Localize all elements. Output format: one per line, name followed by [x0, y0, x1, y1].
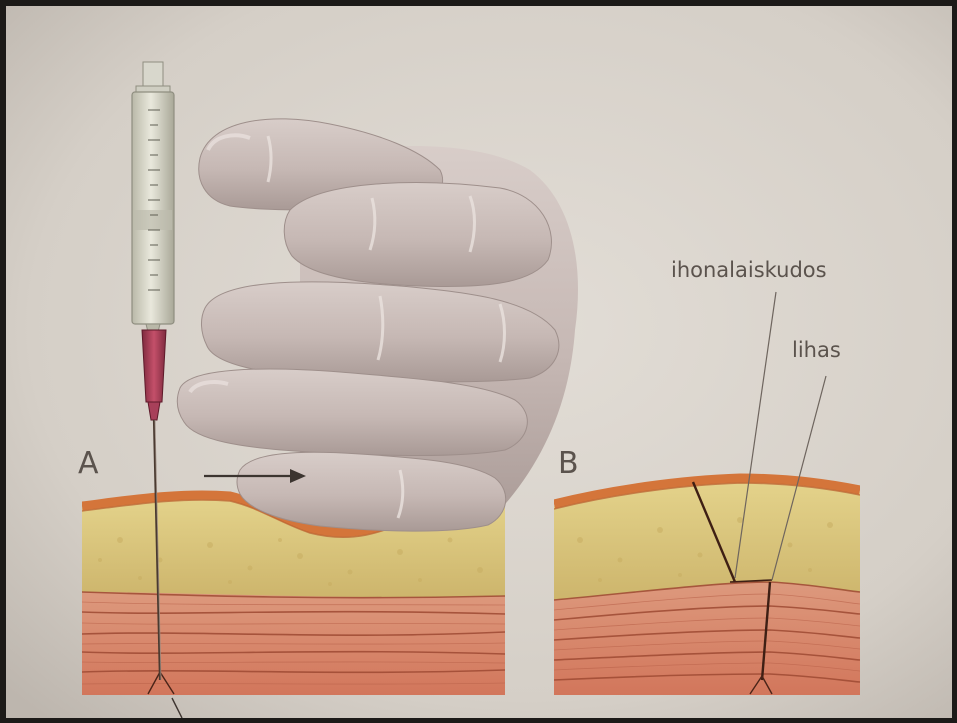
syringe-barrel [132, 92, 174, 324]
panel-a-muscle-layer [82, 590, 505, 695]
panel-label-b: B [558, 446, 579, 481]
muscle-label: lihas [792, 338, 841, 362]
panel-b-tissue [554, 478, 860, 695]
panel-label-a: A [78, 446, 99, 481]
needle-hub [142, 330, 166, 402]
subcutaneous-tissue-label: ihonalaiskudos [671, 258, 827, 282]
